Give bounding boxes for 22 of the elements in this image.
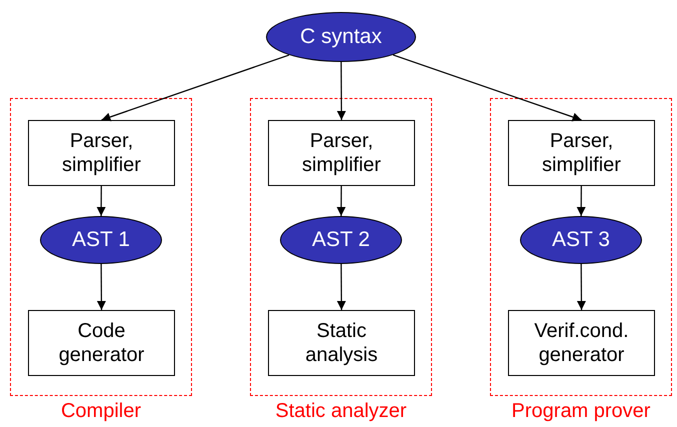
arrow: [96, 264, 106, 310]
arrow: [392, 54, 582, 122]
process-box: Parser, simplifier: [268, 120, 415, 186]
process-box: Parser, simplifier: [28, 120, 175, 186]
process-box: Static analysis: [268, 310, 415, 376]
ellipse-node: AST 1: [40, 216, 162, 264]
process-box: Parser, simplifier: [508, 120, 655, 186]
group-label: Program prover: [510, 399, 652, 424]
process-box: Code generator: [28, 310, 175, 376]
arrow: [336, 264, 346, 310]
arrow: [96, 186, 106, 216]
ellipse-node: AST 3: [520, 216, 642, 264]
arrow: [576, 186, 586, 216]
arrow: [576, 264, 586, 310]
arrow: [336, 62, 346, 120]
arrow: [101, 54, 290, 122]
ellipse-node: AST 2: [280, 216, 402, 264]
group-label: Static analyzer: [274, 399, 408, 424]
ellipse-node: C syntax: [266, 12, 416, 62]
group-label: Compiler: [60, 399, 142, 424]
process-box: Verif.cond. generator: [508, 310, 655, 376]
arrow: [336, 186, 346, 216]
